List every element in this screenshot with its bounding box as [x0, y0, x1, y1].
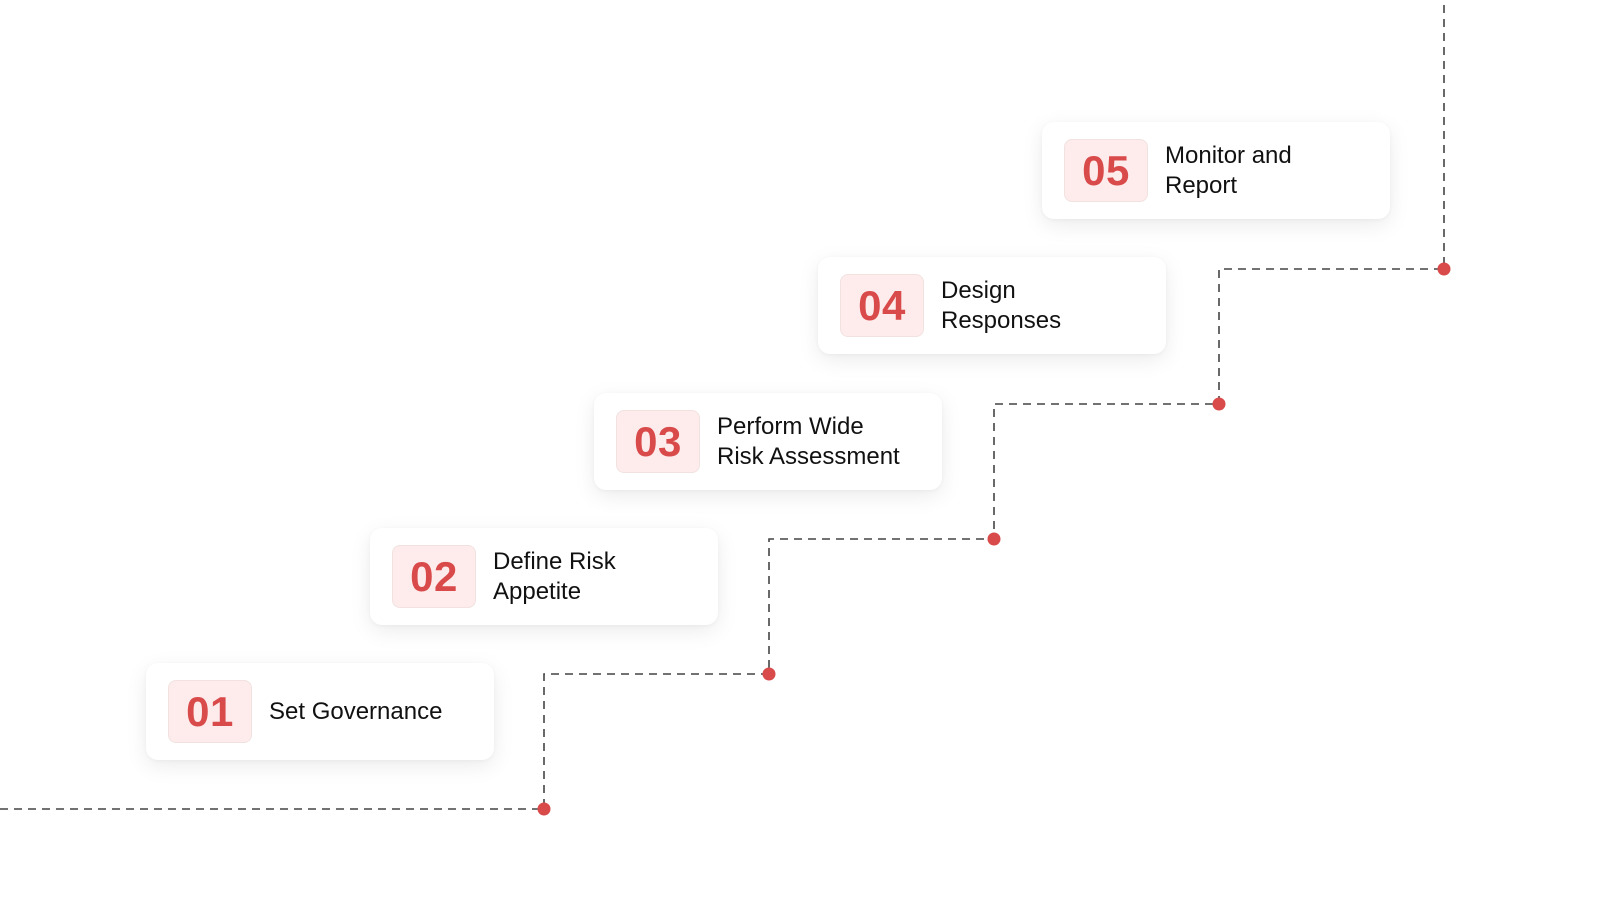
step-card-4: 04 Design Responses: [818, 257, 1166, 354]
step-number-badge: 03: [616, 410, 700, 473]
step-card-1: 01 Set Governance: [146, 663, 494, 760]
step-label: Define Risk Appetite: [493, 547, 616, 605]
step-dot-4: [1212, 397, 1226, 411]
step-card-3: 03 Perform Wide Risk Assessment: [594, 393, 942, 490]
step-number-badge: 04: [840, 274, 924, 337]
step-dot-1: [537, 802, 551, 816]
step-dot-5: [1437, 262, 1451, 276]
step-number-badge: 05: [1064, 139, 1148, 202]
step-card-2: 02 Define Risk Appetite: [370, 528, 718, 625]
step-dot-2: [762, 667, 776, 681]
step-dot-3: [987, 532, 1001, 546]
step-label: Set Governance: [269, 697, 443, 725]
step-label: Perform Wide Risk Assessment: [717, 412, 900, 470]
step-number-badge: 02: [392, 545, 476, 608]
step-number-badge: 01: [168, 680, 252, 743]
step-label: Design Responses: [941, 276, 1062, 334]
step-label: Monitor and Report: [1165, 141, 1292, 199]
step-card-5: 05 Monitor and Report: [1042, 122, 1390, 219]
